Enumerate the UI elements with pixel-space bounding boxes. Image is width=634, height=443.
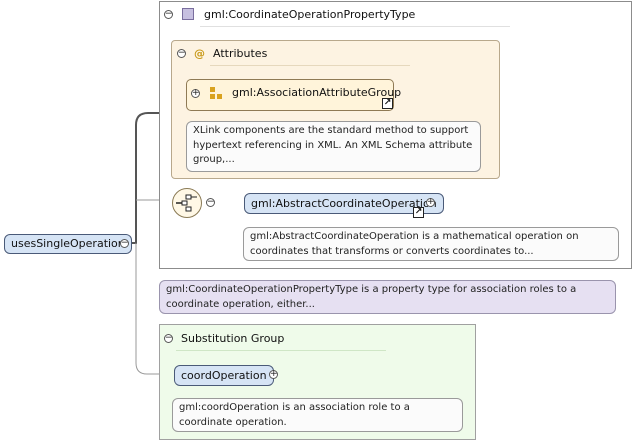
attributes-title-underline — [210, 65, 410, 66]
attribute-group-description-text: XLink components are the standard method… — [193, 125, 473, 165]
substitution-title: Substitution Group — [181, 332, 285, 345]
root-element-label: usesSingleOperation — [11, 237, 125, 250]
root-collapse-icon[interactable]: − — [120, 238, 129, 248]
attribute-group-node[interactable] — [186, 79, 394, 111]
abstract-operation-description-text: gml:AbstractCoordinateOperation is a mat… — [250, 231, 579, 257]
abstract-operation-node[interactable]: gml:AbstractCoordinateOperation — [244, 193, 444, 214]
coord-operation-description: gml:coordOperation is an association rol… — [172, 398, 463, 432]
coord-operation-description-text: gml:coordOperation is an association rol… — [179, 402, 410, 428]
abstract-operation-link-icon[interactable]: ↗ — [413, 207, 424, 218]
substitution-collapse-icon[interactable]: − — [164, 333, 173, 343]
attribute-group-description: XLink components are the standard method… — [186, 121, 481, 172]
abstract-operation-label: gml:AbstractCoordinateOperation — [251, 197, 437, 210]
attribute-group-label: gml:AssociationAttributeGroup — [232, 86, 402, 99]
complex-type-title: gml:CoordinateOperationPropertyType — [204, 8, 416, 21]
coord-operation-expand-icon[interactable]: + — [269, 369, 278, 379]
attribute-group-expand-icon[interactable]: + — [191, 88, 200, 98]
attributes-icon: @ — [194, 47, 205, 60]
attributes-collapse-icon[interactable]: − — [177, 48, 186, 58]
complex-type-icon — [182, 8, 194, 20]
type-description: gml:CoordinateOperationPropertyType is a… — [159, 280, 616, 314]
attributes-title: Attributes — [213, 47, 268, 60]
type-title-underline — [200, 26, 510, 27]
connector-root-to-substitution — [135, 243, 174, 375]
type-collapse-icon[interactable]: − — [164, 9, 173, 19]
connector-root-to-type — [129, 112, 171, 244]
attribute-group-icon — [210, 87, 223, 100]
choice-collapse-icon[interactable]: − — [206, 197, 215, 207]
abstract-operation-description: gml:AbstractCoordinateOperation is a mat… — [243, 227, 619, 261]
coord-operation-label: coordOperation — [181, 369, 267, 382]
type-description-text: gml:CoordinateOperationPropertyType is a… — [166, 284, 577, 310]
abstract-operation-expand-icon[interactable]: + — [426, 197, 435, 207]
attribute-group-link-icon[interactable]: ↗ — [382, 98, 393, 109]
coord-operation-node[interactable]: coordOperation — [174, 365, 274, 386]
choice-icon — [176, 194, 197, 212]
root-element-node[interactable]: usesSingleOperation — [4, 234, 132, 254]
choice-compositor[interactable] — [172, 188, 202, 218]
substitution-title-underline — [176, 350, 386, 351]
